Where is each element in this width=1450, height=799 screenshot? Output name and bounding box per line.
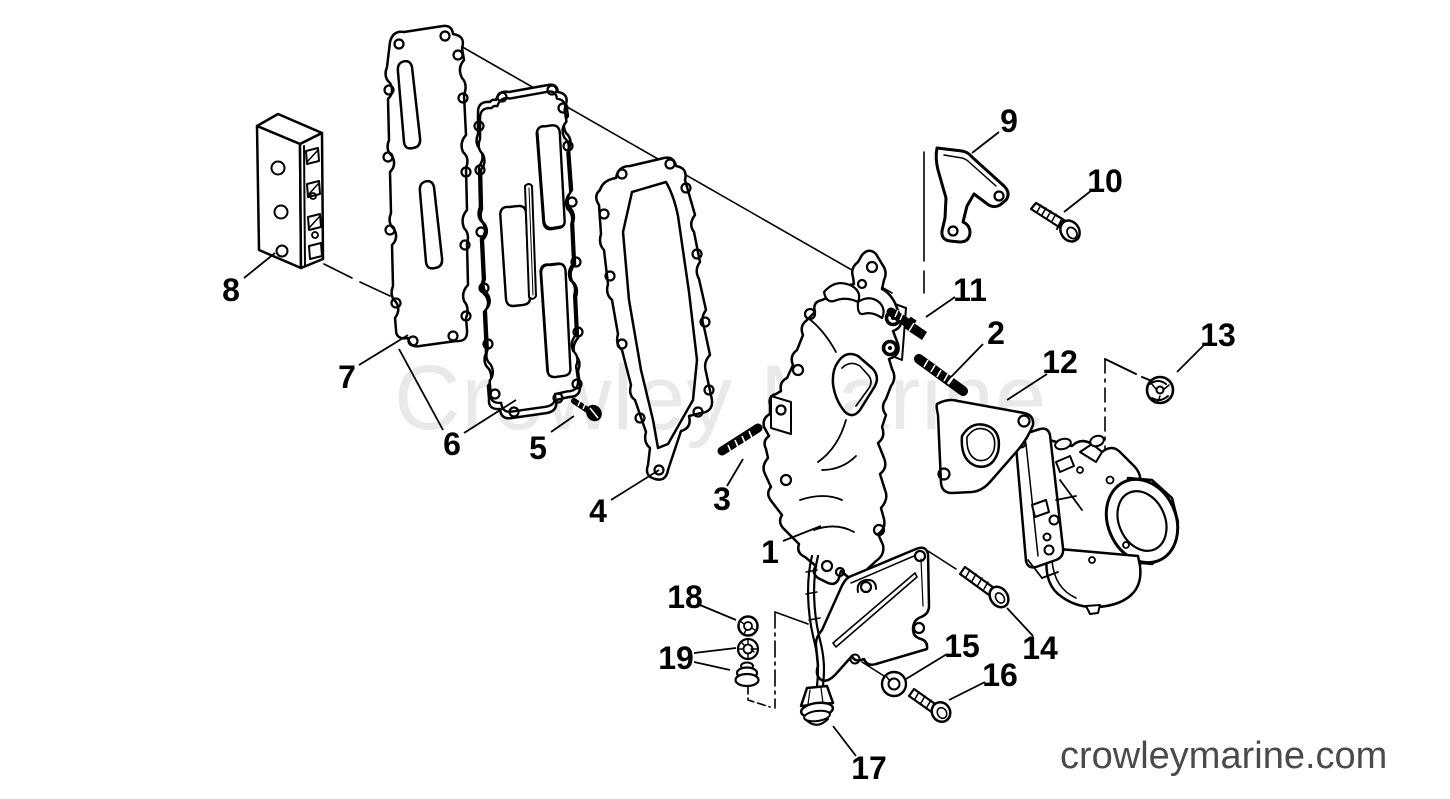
part-bracket xyxy=(934,146,1010,244)
callout-6: 6 xyxy=(443,426,461,462)
leader-line-2 xyxy=(950,343,984,378)
part-intake-manifold xyxy=(762,249,903,586)
part-bolt-carb xyxy=(958,565,1010,609)
part-heat-shield-plate xyxy=(814,546,931,683)
callout-1: 1 xyxy=(761,534,779,570)
part-reed-valve-housing xyxy=(255,112,325,270)
part-washer xyxy=(880,670,908,698)
part-gasket-inner xyxy=(595,156,715,481)
part-fitting xyxy=(886,307,927,340)
callout-4: 4 xyxy=(589,493,607,529)
leader-line-12 xyxy=(1006,373,1048,401)
part-screw-small xyxy=(571,398,602,422)
callout-2: 2 xyxy=(987,315,1005,351)
leader-line-6 xyxy=(463,399,517,434)
callout-3: 3 xyxy=(713,481,731,517)
leader-line-3 xyxy=(726,458,744,487)
leader-line-9 xyxy=(971,131,1000,154)
part-reed-plate xyxy=(473,83,584,420)
callout-7: 7 xyxy=(338,359,356,395)
leader-line-10 xyxy=(1063,189,1093,213)
leader-line-11 xyxy=(925,296,956,318)
part-flange-nut xyxy=(1145,375,1175,405)
leader-line-6 xyxy=(398,348,444,431)
leader-line-1 xyxy=(782,525,822,542)
part-gasket-outer xyxy=(382,24,472,348)
callout-17: 17 xyxy=(851,750,887,786)
callout-9: 9 xyxy=(1000,103,1018,139)
callout-14: 14 xyxy=(1022,630,1058,666)
leader-line-14 xyxy=(1006,607,1034,637)
leader-line-5 xyxy=(550,415,575,433)
part-fuel-connector xyxy=(799,554,835,726)
callout-12: 12 xyxy=(1042,344,1078,380)
alignment-lines xyxy=(323,36,1153,709)
callout-16: 16 xyxy=(982,657,1018,693)
callout-18: 18 xyxy=(667,579,703,615)
callout-19: 19 xyxy=(658,640,694,676)
callout-11: 11 xyxy=(953,272,987,308)
part-stud-long xyxy=(914,354,968,396)
leader-line-15 xyxy=(905,653,948,680)
leader-line-17 xyxy=(832,725,857,757)
leader-line-4 xyxy=(610,469,660,501)
leader-line-7 xyxy=(358,334,409,366)
callout-10: 10 xyxy=(1087,163,1123,199)
leader-line-8 xyxy=(243,252,276,279)
part-carburetor xyxy=(1013,427,1180,615)
part-nut xyxy=(737,615,759,637)
site-name-text: crowleymarine.com xyxy=(1060,735,1388,777)
leader-line-19 xyxy=(693,661,731,671)
part-stud-short xyxy=(717,423,763,456)
leader-line-13 xyxy=(1176,344,1205,373)
part-washer-grommet-set xyxy=(734,637,760,688)
part-bolt-lower xyxy=(907,687,952,724)
leader-line-19 xyxy=(693,647,737,654)
callout-5: 5 xyxy=(529,430,547,466)
part-bolt-upper xyxy=(1029,201,1081,243)
callout-8: 8 xyxy=(222,272,240,308)
callout-15: 15 xyxy=(944,628,980,664)
part-carb-gasket xyxy=(935,398,1035,495)
leader-line-18 xyxy=(699,604,737,621)
callout-13: 13 xyxy=(1200,317,1236,353)
leader-line-16 xyxy=(948,681,986,701)
